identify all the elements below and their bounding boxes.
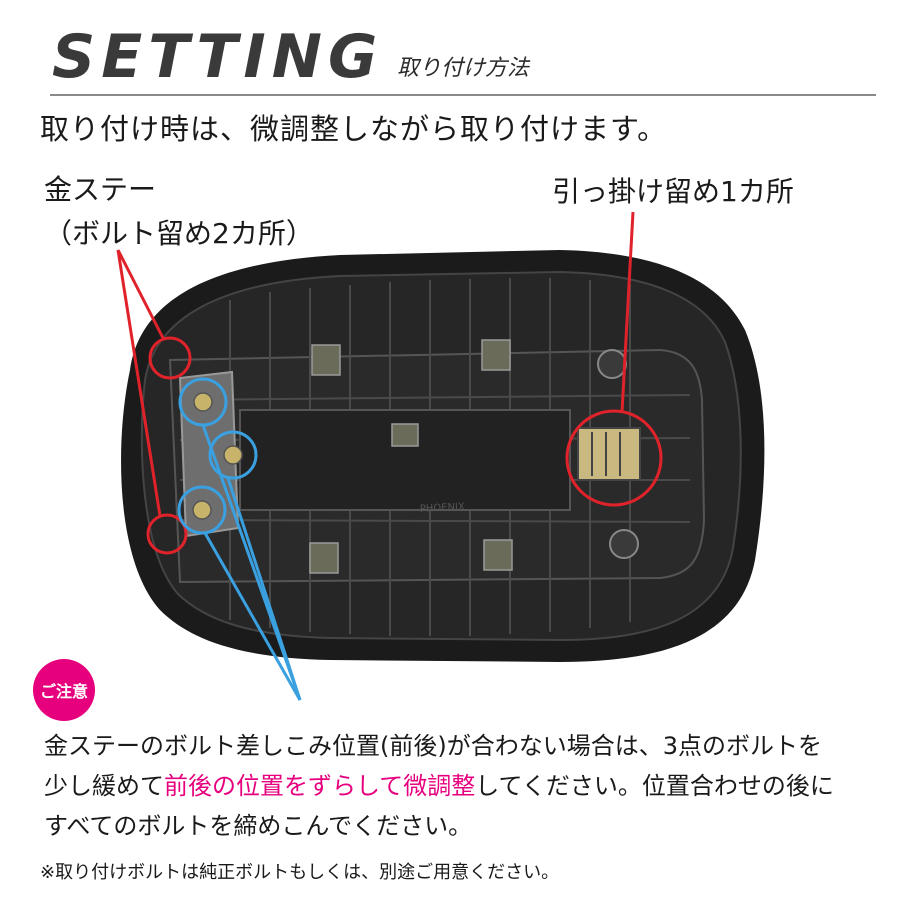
brand-mark: PHOENIX <box>420 502 466 515</box>
callout-metal-stay: 金ステー （ボルト留め2カ所） <box>44 168 314 256</box>
caution-highlight: 前後の位置をずらして微調整 <box>164 772 476 800</box>
caution-line3: すべてのボルトを締めこんでください。 <box>44 812 473 840</box>
red-callouts <box>116 211 663 555</box>
stay-bolts <box>192 392 243 520</box>
page-title: SETTING <box>52 22 384 92</box>
plastic-clips <box>309 339 513 574</box>
header-divider <box>50 94 876 96</box>
caution-line2-b: してください。位置合わせの後に <box>475 772 834 800</box>
blue-callouts <box>177 377 302 701</box>
callout-metal-stay-line2: （ボルト留め2カ所） <box>44 217 314 250</box>
caution-line1: 金ステーのボルト差しこみ位置(前後)が合わない場合は、3点のボルトを <box>44 732 822 760</box>
callout-hook: 引っ掛け留め1カ所 <box>552 175 794 208</box>
caution-note: 金ステーのボルト差しこみ位置(前後)が合わない場合は、3点のボルトを 少し緩めて… <box>44 726 884 846</box>
caution-line2-a: 少し緩めて <box>44 772 164 800</box>
callout-metal-stay-line1: 金ステー <box>44 173 157 206</box>
hook-bracket <box>577 427 641 481</box>
intro-text: 取り付け時は、微調整しながら取り付けます。 <box>40 112 668 146</box>
caution-badge: ご注意 <box>33 659 95 721</box>
caution-line2: 少し緩めて前後の位置をずらして微調整してください。位置合わせの後に <box>44 766 884 806</box>
page-subtitle: 取り付け方法 <box>397 56 530 81</box>
footnote: ※取り付けボルトは純正ボルトもしくは、別途ご用意ください。 <box>40 862 560 883</box>
